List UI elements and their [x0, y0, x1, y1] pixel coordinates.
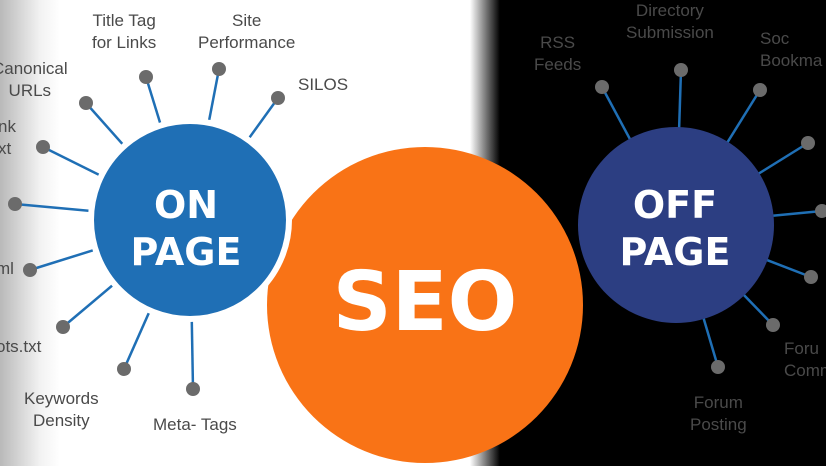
off-page-spoke-5-dot: [804, 270, 818, 284]
spoke-label-directory-submission: Directory Submission: [626, 1, 714, 42]
on-page-spoke-9-dot: [186, 382, 200, 396]
on-page-spoke-5-dot: [8, 197, 22, 211]
on-page-spoke-3-dot: [79, 96, 93, 110]
off-page-circle: [578, 127, 774, 323]
off-page-spoke-7-dot: [711, 360, 725, 374]
spoke-label-site-performance: Site Performance: [198, 11, 296, 52]
spoke-label-ml: ml: [0, 259, 14, 278]
spoke-label-forum-posting: Forum Posting: [690, 393, 747, 434]
spoke-label-meta-tags: Meta- Tags: [153, 415, 237, 434]
spoke-label-canonical-urls: Canonical URLs: [0, 59, 68, 100]
off-page-spoke-0-dot: [595, 80, 609, 94]
spoke-label-title-tag: Title Tag for Links: [92, 11, 157, 52]
off-page-spoke-2-dot: [753, 83, 767, 97]
on-page-spoke-8-dot: [117, 362, 131, 376]
on-page-label-line1: ON: [154, 183, 218, 227]
spoke-label-social-bookmarking: Soc Bookma: [760, 29, 823, 70]
seo-label: SEO: [333, 255, 518, 350]
on-page-spoke-7-dot: [56, 320, 70, 334]
on-page-label-line2: PAGE: [131, 230, 242, 274]
off-page-spoke-4-dot: [815, 204, 826, 218]
off-page-spoke-3-dot: [801, 136, 815, 150]
on-page-spoke-1-dot: [212, 62, 226, 76]
on-page-spoke-2-dot: [271, 91, 285, 105]
on-page-circle: [88, 118, 292, 322]
spoke-label-link-text: nk xt: [0, 117, 16, 158]
off-page-spoke-1-dot: [674, 63, 688, 77]
spoke-label-silos: SILOS: [298, 75, 349, 94]
off-page-spoke-6-dot: [766, 318, 780, 332]
off-page-label-line2: PAGE: [620, 230, 731, 274]
on-page-spoke-0-dot: [139, 70, 153, 84]
spoke-label-keywords-density: Keywords Density: [24, 389, 99, 430]
on-page-spoke-6-dot: [23, 263, 37, 277]
spoke-label-forum-commenting: Foru Comm: [784, 339, 826, 380]
spoke-label-robots-txt: ots.txt: [0, 337, 42, 356]
spoke-label-rss-feeds: RSS Feeds: [534, 33, 582, 74]
on-page-spoke-4-dot: [36, 140, 50, 154]
off-page-label-line1: OFF: [633, 183, 717, 227]
seo-circle: [267, 147, 583, 463]
